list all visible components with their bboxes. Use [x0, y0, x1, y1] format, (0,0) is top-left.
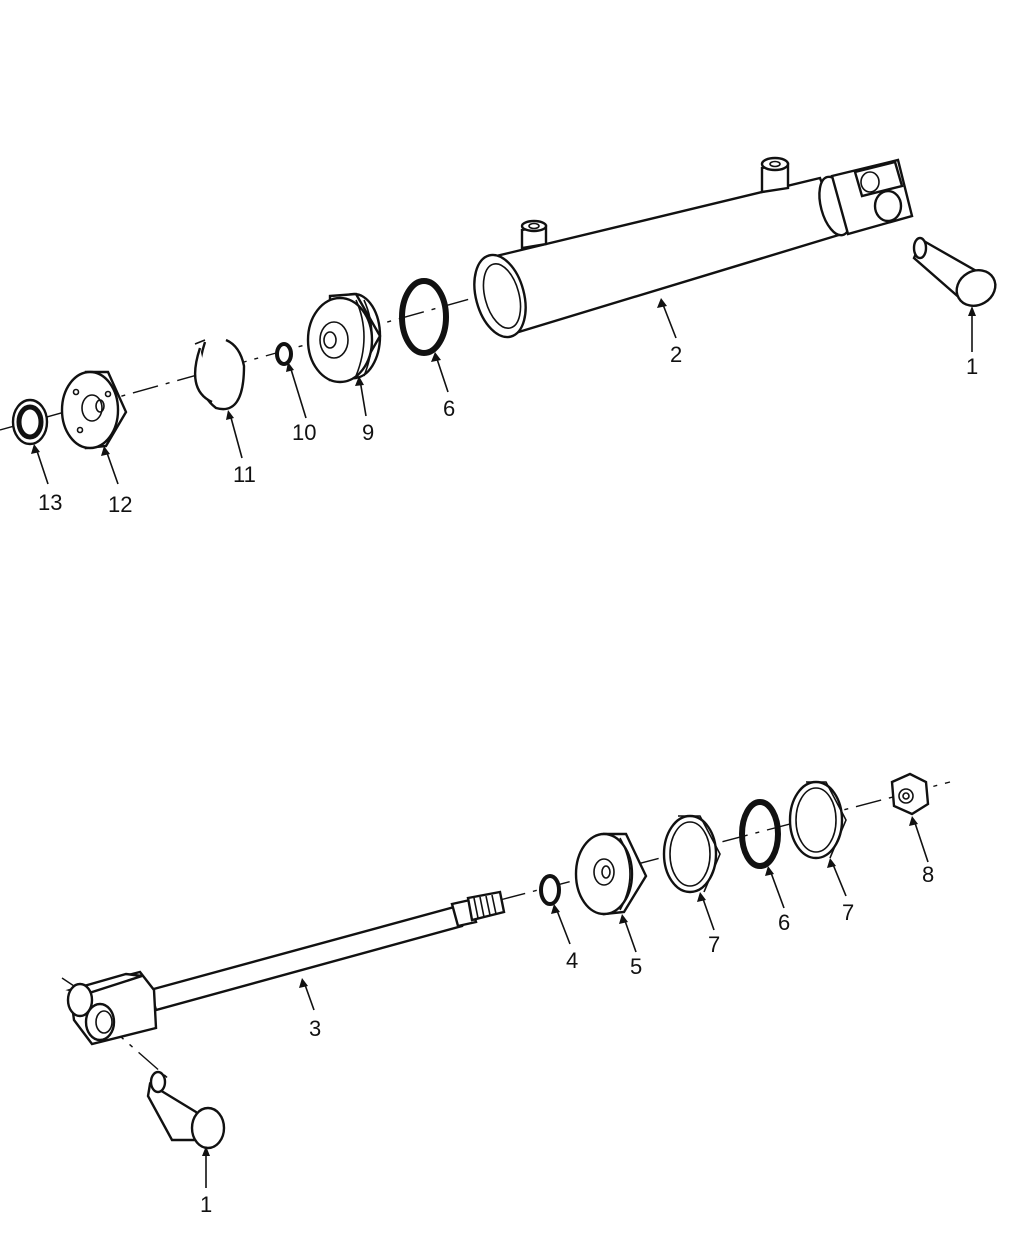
corner-mark: '	[1008, 0, 1012, 13]
cylinder-barrel	[473, 156, 914, 339]
callout-upper-9: 9	[362, 420, 374, 445]
snap-ring-11	[193, 338, 246, 411]
callout-lower-5: 5	[630, 954, 642, 979]
callout-upper-2: 2	[670, 342, 682, 367]
upper-axis-line	[0, 284, 521, 431]
callout-upper-1: 1	[966, 354, 978, 379]
callout-upper-10: 10	[292, 420, 316, 445]
callout-lower-6: 6	[778, 910, 790, 935]
upper-leaders	[31, 298, 976, 485]
callout-lower-4: 4	[566, 948, 578, 973]
small-o-ring-4	[539, 874, 561, 906]
lower-leaders	[202, 816, 929, 1188]
piston-9	[306, 292, 382, 384]
callout-upper-6: 6	[443, 396, 455, 421]
callout-upper-13: 13	[38, 490, 62, 515]
callout-upper-12: 12	[108, 492, 132, 517]
seal-13	[11, 398, 49, 446]
callout-lower-8: 8	[922, 862, 934, 887]
piston-5	[574, 832, 648, 916]
callout-lower-7b: 7	[842, 900, 854, 925]
wear-ring-7b	[788, 780, 847, 860]
upper-pin	[912, 236, 997, 307]
nut-8	[890, 772, 930, 816]
callout-lower-3: 3	[309, 1016, 321, 1041]
lower-assembly: 1 3 4 5 7 6 7 8	[61, 772, 951, 1217]
wear-ring-7a	[662, 814, 721, 894]
small-o-ring-10	[275, 342, 293, 366]
callout-lower-7a: 7	[708, 932, 720, 957]
lower-o-ring-6	[739, 799, 781, 869]
piston-rod-3	[65, 890, 506, 1046]
lower-pin	[146, 1070, 226, 1150]
lower-axis-line	[499, 781, 951, 901]
upper-o-ring-6	[399, 278, 449, 356]
gland-12	[60, 370, 128, 450]
callout-lower-1: 1	[200, 1192, 212, 1217]
callout-upper-11: 11	[233, 462, 256, 487]
upper-assembly: 1 2 6 9 10 11 12 13	[0, 156, 997, 517]
